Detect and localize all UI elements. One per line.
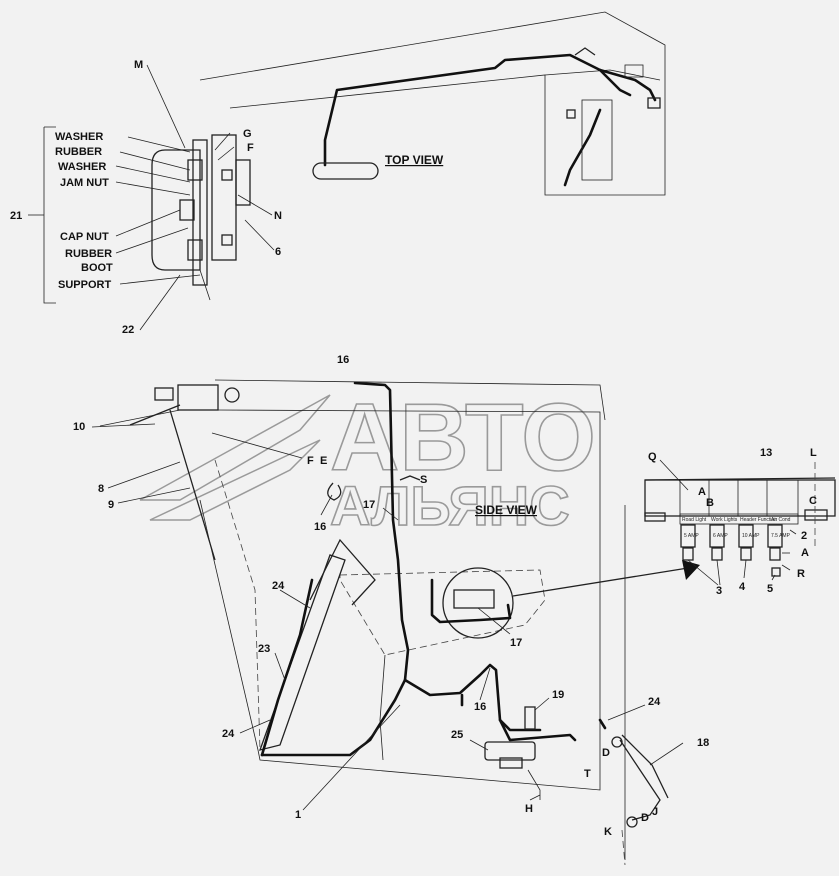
watermark-logo-icon <box>139 394 331 521</box>
top-view: TOP VIEW <box>199 11 666 196</box>
callout-8: 8 <box>98 483 104 495</box>
side-view: 16 10 8 9 F E 16 17 S SIDE VIEW Road Lig… <box>73 354 836 866</box>
callout-G: G <box>243 128 252 140</box>
callout-A: A <box>801 547 809 559</box>
top-view-light-bar <box>312 162 379 180</box>
callout-23: 23 <box>258 643 270 655</box>
callout-K: K <box>604 826 612 838</box>
callout-18: 18 <box>697 737 709 749</box>
side-view-main-harness <box>260 381 410 757</box>
callout-13: 13 <box>760 447 772 459</box>
watermark: АВТО АЛЬЯНС <box>139 383 597 538</box>
callout-6: 6 <box>275 246 281 258</box>
callout-9: 9 <box>108 499 114 511</box>
label-jam-nut: JAM NUT <box>60 177 109 189</box>
callout-H: H <box>525 803 533 815</box>
callout-D-lower: D <box>641 812 649 824</box>
callout-A-top: A <box>698 486 706 498</box>
component-25 <box>484 741 536 761</box>
top-view-title: TOP VIEW <box>385 153 444 167</box>
callout-24-right: 24 <box>648 696 661 708</box>
detail-bracket <box>43 126 56 304</box>
watermark-line1: АВТО <box>330 384 596 491</box>
fuse-rating-0: 5 AMP <box>684 533 699 539</box>
watermark-line2: АЛЬЯНС <box>330 474 570 537</box>
fuse-column-2: Header Function <box>740 517 777 523</box>
callout-B: B <box>706 497 714 509</box>
callout-N: N <box>274 210 282 222</box>
label-support: SUPPORT <box>58 279 111 291</box>
callout-S: S <box>420 474 427 486</box>
callout-2: 2 <box>801 530 807 542</box>
callout-3: 3 <box>716 585 722 597</box>
callout-25: 25 <box>451 729 463 741</box>
callout-L: L <box>810 447 817 459</box>
callout-4: 4 <box>739 581 746 593</box>
side-view-cab-outline <box>199 379 606 791</box>
fuse-panel: Road Light Work Lights Header Function A… <box>644 447 836 597</box>
label-cap-nut: CAP NUT <box>60 231 109 243</box>
callout-16-top: 16 <box>337 354 349 366</box>
callout-F: F <box>247 142 254 154</box>
callout-C: C <box>809 495 817 507</box>
top-view-cab-outline <box>199 11 666 196</box>
callout-16-left: 16 <box>314 521 326 533</box>
callout-16-lower: 16 <box>474 701 486 713</box>
label-washer-1: WASHER <box>55 131 103 143</box>
callout-5: 5 <box>767 583 773 595</box>
callout-10: 10 <box>73 421 85 433</box>
callout-17-circle: 17 <box>510 637 522 649</box>
callout-D-upper: D <box>602 747 610 759</box>
magnifier-circle <box>442 567 514 639</box>
callout-Q: Q <box>648 451 657 463</box>
callout-21: 21 <box>10 210 22 222</box>
label-boot: BOOT <box>81 262 113 274</box>
callout-1: 1 <box>295 809 301 821</box>
fuse-column-0: Road Light <box>682 517 707 523</box>
magnifier-arrow-icon <box>682 560 700 580</box>
label-washer-2: WASHER <box>58 161 106 173</box>
fuse-rating-2: 10 AMP <box>742 533 760 539</box>
callout-24-upper: 24 <box>272 580 285 592</box>
callout-M: M <box>134 59 143 71</box>
callout-T: T <box>584 768 591 780</box>
fuse-column-1: Work Lights <box>711 517 738 523</box>
callout-R: R <box>797 568 805 580</box>
callout-F-side: F <box>307 455 314 467</box>
fuse-column-3: Air Cond <box>771 517 791 523</box>
callout-24-lower: 24 <box>222 728 235 740</box>
callout-22: 22 <box>122 324 134 336</box>
mount-detail: WASHER RUBBER WASHER JAM NUT CAP NUT RUB… <box>10 59 282 336</box>
callout-19: 19 <box>552 689 564 701</box>
label-rubber-1: RUBBER <box>55 146 102 158</box>
side-view-title: SIDE VIEW <box>475 503 538 517</box>
top-view-harness <box>323 53 657 167</box>
label-rubber-2: RUBBER <box>65 248 112 260</box>
callout-J: J <box>652 806 658 818</box>
fuse-rating-3: 7.5 AMP <box>771 533 791 539</box>
callout-17-left: 17 <box>363 499 375 511</box>
callout-E: E <box>320 455 327 467</box>
fuse-rating-1: 6 AMP <box>713 533 728 539</box>
